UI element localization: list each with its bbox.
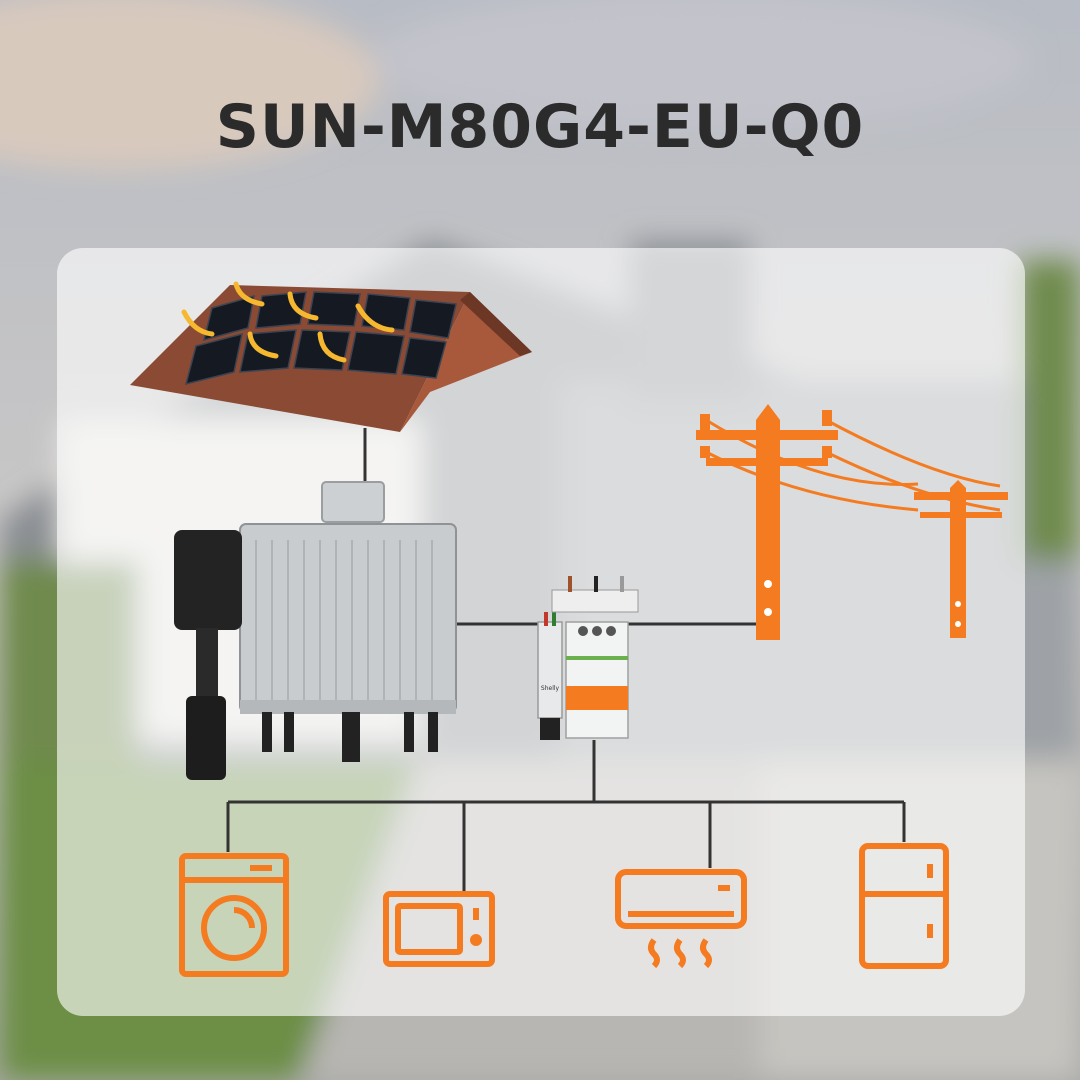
meter-brand-label: Shelly xyxy=(541,685,560,692)
ac-connector-plug xyxy=(174,530,242,780)
page-title: SUN-M80G4-EU-Q0 xyxy=(215,92,865,162)
microwave-icon xyxy=(383,891,495,967)
air-conditioner-icon xyxy=(615,869,747,969)
energy-meter: Shelly xyxy=(537,612,563,740)
microinverter xyxy=(239,481,457,762)
circuit-breaker xyxy=(551,576,639,739)
sunlight-arrows xyxy=(181,281,395,363)
refrigerator-icon xyxy=(859,843,949,969)
wiring xyxy=(226,428,906,892)
utility-poles xyxy=(696,404,1008,640)
washing-machine-icon xyxy=(179,853,289,977)
solar-panel-roof xyxy=(130,281,532,432)
